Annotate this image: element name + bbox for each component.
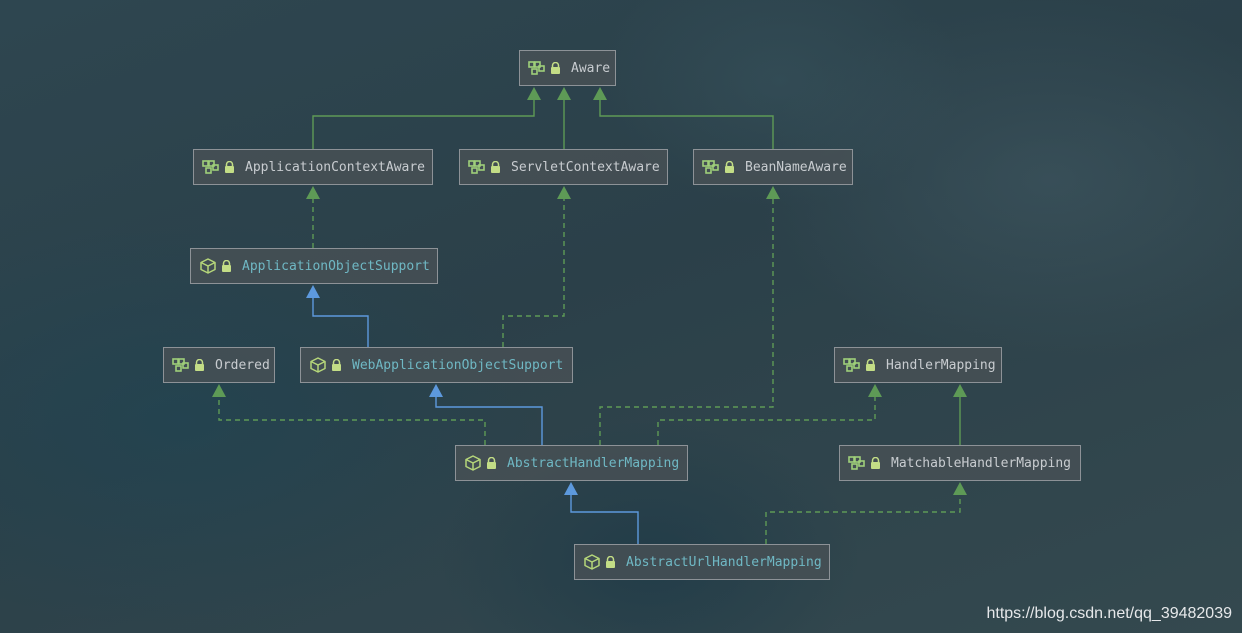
arrowhead-bean-to-aware: [593, 87, 607, 100]
node-mhm[interactable]: MatchableHandlerMapping: [839, 445, 1081, 481]
arrowhead-ahm-to-hm: [868, 384, 882, 397]
node-appctx[interactable]: ApplicationContextAware: [193, 149, 433, 185]
node-label: Aware: [571, 60, 611, 76]
node-label: ServletContextAware: [511, 159, 660, 175]
lock-icon: [724, 161, 735, 173]
interface-icon: [528, 61, 546, 75]
arrowhead-mhm-to-hm: [953, 384, 967, 397]
node-label: AbstractHandlerMapping: [507, 455, 680, 471]
class-icon: [464, 455, 482, 471]
node-ahm[interactable]: AbstractHandlerMapping: [455, 445, 688, 481]
edge-ahm-to-bean: [599, 198, 774, 445]
edge-webapp-to-appobj: [312, 297, 369, 347]
lock-icon: [550, 62, 561, 74]
node-label: BeanNameAware: [745, 159, 847, 175]
arrowhead-ahm-to-bean: [766, 186, 780, 199]
node-label: WebApplicationObjectSupport: [352, 357, 564, 373]
interface-icon: [202, 160, 220, 174]
lock-icon: [870, 457, 881, 469]
arrowhead-ahm-to-ordered: [212, 384, 226, 397]
node-servlet[interactable]: ServletContextAware: [459, 149, 668, 185]
node-label: HandlerMapping: [886, 357, 996, 373]
interface-icon: [843, 358, 861, 372]
class-icon: [199, 258, 217, 274]
node-webapp[interactable]: WebApplicationObjectSupport: [300, 347, 573, 383]
arrowhead-auhm-to-mhm: [953, 482, 967, 495]
class-icon: [309, 357, 327, 373]
arrowhead-webapp-to-servlet: [557, 186, 571, 199]
node-hm[interactable]: HandlerMapping: [834, 347, 1002, 383]
lock-icon: [605, 556, 616, 568]
watermark: https://blog.csdn.net/qq_39482039: [986, 605, 1232, 622]
edge-ahm-to-ordered: [218, 396, 486, 445]
arrowhead-ahm-to-webapp: [429, 384, 443, 397]
lock-icon: [865, 359, 876, 371]
interface-icon: [468, 160, 486, 174]
arrowhead-appobj-to-appctx: [306, 186, 320, 199]
edge-bean-to-aware: [599, 99, 774, 149]
node-label: ApplicationObjectSupport: [242, 258, 430, 274]
edge-appctx-to-aware: [312, 99, 535, 149]
lock-icon: [224, 161, 235, 173]
arrowhead-appctx-to-aware: [527, 87, 541, 100]
lock-icon: [221, 260, 232, 272]
lock-icon: [486, 457, 497, 469]
node-auhm[interactable]: AbstractUrlHandlerMapping: [574, 544, 830, 580]
node-label: Ordered: [215, 357, 270, 373]
edge-auhm-to-ahm: [570, 494, 639, 544]
edge-webapp-to-servlet: [502, 198, 565, 347]
arrowhead-auhm-to-ahm: [564, 482, 578, 495]
node-bean[interactable]: BeanNameAware: [693, 149, 853, 185]
interface-icon: [848, 456, 866, 470]
interface-icon: [702, 160, 720, 174]
node-label: ApplicationContextAware: [245, 159, 426, 175]
lock-icon: [194, 359, 205, 371]
arrowhead-webapp-to-appobj: [306, 285, 320, 298]
arrowhead-servlet-to-aware: [557, 87, 571, 100]
interface-icon: [172, 358, 190, 372]
node-appobj[interactable]: ApplicationObjectSupport: [190, 248, 438, 284]
class-icon: [583, 554, 601, 570]
lock-icon: [331, 359, 342, 371]
lock-icon: [490, 161, 501, 173]
node-ordered[interactable]: Ordered: [163, 347, 275, 383]
edge-auhm-to-mhm: [765, 494, 961, 544]
node-aware[interactable]: Aware: [519, 50, 616, 86]
node-label: AbstractUrlHandlerMapping: [626, 554, 822, 570]
edge-ahm-to-hm: [657, 396, 876, 445]
node-label: MatchableHandlerMapping: [891, 455, 1072, 471]
edge-ahm-to-webapp: [435, 396, 543, 445]
